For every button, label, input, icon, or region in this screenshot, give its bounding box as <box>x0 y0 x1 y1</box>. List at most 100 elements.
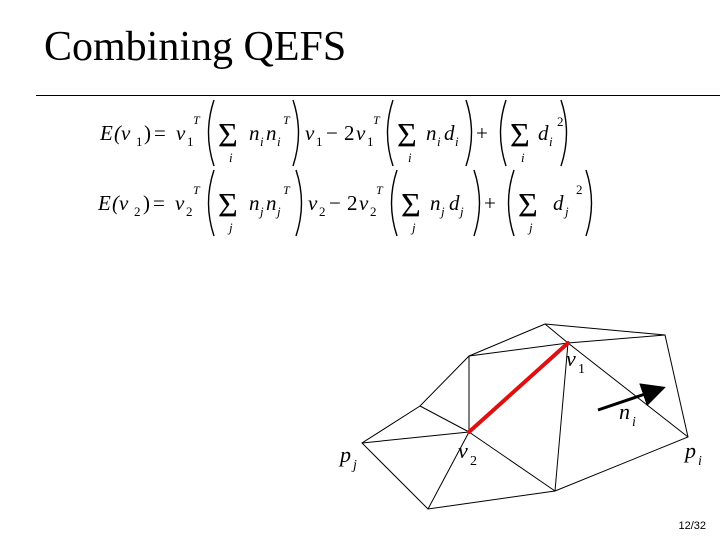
mesh-edge <box>544 323 569 344</box>
eq1-n-1-sub: i <box>260 134 264 149</box>
eq1-transpose: T <box>193 113 201 127</box>
eq1-sum-index-3: i <box>521 150 525 165</box>
equation-v1: E (v 1 ) = v 1 T Σ i n i n i T v 1 − 2 v… <box>99 99 568 167</box>
eq2-paren-open-2 <box>390 169 398 237</box>
eq2-two: 2 <box>347 191 358 215</box>
eq1-d-sub: i <box>455 134 459 149</box>
eq2-n-3-sub: j <box>439 204 445 219</box>
eq2-square: 2 <box>576 182 583 197</box>
eq1-n-2: n <box>266 121 277 145</box>
eq2-paren-open-1 <box>207 169 215 237</box>
eq2-d-sub: j <box>458 204 464 219</box>
label-v2: v <box>458 438 468 463</box>
eq1-n-1: n <box>249 121 260 145</box>
eq1-n-2-sub: i <box>277 134 281 149</box>
eq2-paren-open-3 <box>507 169 515 237</box>
eq2-v-2: v <box>308 191 318 215</box>
label-pj-sub: j <box>351 458 357 473</box>
normal-arrow <box>597 383 666 412</box>
eq2-n-1-sub: j <box>258 204 264 219</box>
mesh-edge <box>419 405 470 433</box>
eq1-transpose-2: T <box>283 113 291 127</box>
page-number: 12/32 <box>678 520 706 532</box>
mesh-boundary <box>361 323 689 510</box>
eq1-v: v <box>176 121 186 145</box>
eq2-n-3: n <box>430 191 441 215</box>
eq1-paren-close-2 <box>465 99 473 167</box>
eq2-n-2: n <box>266 191 277 215</box>
label-v1-sub: 1 <box>578 362 585 377</box>
eq1-transpose-3: T <box>373 113 381 127</box>
eq1-square: 2 <box>557 114 564 129</box>
eq1-minus: − <box>326 121 338 145</box>
mesh-edges <box>361 323 689 510</box>
eq2-sum-index-2: j <box>410 220 416 235</box>
eq2-v: v <box>175 191 185 215</box>
eq2-plus: + <box>484 191 496 215</box>
eq2-d-2: d <box>553 191 564 215</box>
eq2-d-2-sub: j <box>563 204 569 219</box>
eq2-v-2-sub: 2 <box>319 204 326 219</box>
eq2-arg-close: ) <box>143 191 150 215</box>
label-pi: p <box>683 438 696 463</box>
mesh-edge <box>567 342 689 438</box>
collapsed-edge <box>467 341 570 434</box>
eq1-paren-open-3 <box>499 99 507 167</box>
eq2-paren-close-3 <box>585 169 593 237</box>
eq1-arg-close: ) <box>144 121 151 145</box>
eq1-sum-index-1: i <box>229 150 233 165</box>
slide-title: Combining QEFS <box>44 24 347 70</box>
eq1-sum-1: Σ <box>218 117 238 154</box>
eq1-sum-2: Σ <box>397 117 417 154</box>
eq1-n-3: n <box>426 121 437 145</box>
eq1-arg-sub: 1 <box>136 134 143 149</box>
eq2-sum-index-1: j <box>227 220 233 235</box>
title-divider <box>36 95 720 96</box>
eq1-plus: + <box>476 121 488 145</box>
eq2-sum-2: Σ <box>401 187 421 224</box>
label-pj: p <box>338 442 351 467</box>
eq2-transpose-2: T <box>283 183 291 197</box>
eq1-E: E <box>99 121 113 145</box>
eq1-sum-index-2: i <box>408 150 412 165</box>
mesh-edge <box>361 431 470 444</box>
eq1-v-3: v <box>356 121 366 145</box>
label-pi-sub: i <box>698 454 702 469</box>
label-ni-sub: i <box>632 415 636 430</box>
eq1-paren-close-3 <box>560 99 568 167</box>
eq1-d-2-sub: i <box>549 134 553 149</box>
eq2-v-3: v <box>359 191 369 215</box>
eq1-v-2-sub: 1 <box>316 134 323 149</box>
eq2-n-1: n <box>249 191 260 215</box>
eq2-minus: − <box>329 191 341 215</box>
label-ni: n <box>619 399 630 424</box>
mesh-edge <box>567 334 666 344</box>
eq2-n-2-sub: j <box>275 204 281 219</box>
eq1-paren-open-2 <box>386 99 394 167</box>
eq1-arg: (v <box>114 121 131 145</box>
eq1-sum-3: Σ <box>510 117 530 154</box>
eq2-transpose: T <box>193 183 201 197</box>
mesh-edge <box>468 323 546 357</box>
eq2-equals: = <box>153 191 165 215</box>
eq2-arg: (v <box>112 191 129 215</box>
label-v2-sub: 2 <box>470 454 477 469</box>
qef-equations: E (v 1 ) = v 1 T Σ i n i n i T v 1 − 2 v… <box>97 99 593 237</box>
eq1-v-sub: 1 <box>187 134 194 149</box>
eq1-v-2: v <box>305 121 315 145</box>
mesh-edge <box>468 431 556 492</box>
eq1-paren-close-1 <box>292 99 300 167</box>
eq2-sum-1: Σ <box>218 187 238 224</box>
eq1-v-3-sub: 1 <box>367 134 374 149</box>
eq2-transpose-3: T <box>376 183 384 197</box>
eq2-v-sub: 2 <box>186 204 193 219</box>
label-v1: v <box>566 346 576 371</box>
mesh-edge <box>427 431 470 510</box>
eq1-equals: = <box>154 121 166 145</box>
eq2-E: E <box>97 191 111 215</box>
mesh-edge <box>554 342 569 492</box>
eq1-n-3-sub: i <box>437 134 441 149</box>
eq2-arg-sub: 2 <box>134 204 141 219</box>
eq2-paren-close-1 <box>295 169 303 237</box>
